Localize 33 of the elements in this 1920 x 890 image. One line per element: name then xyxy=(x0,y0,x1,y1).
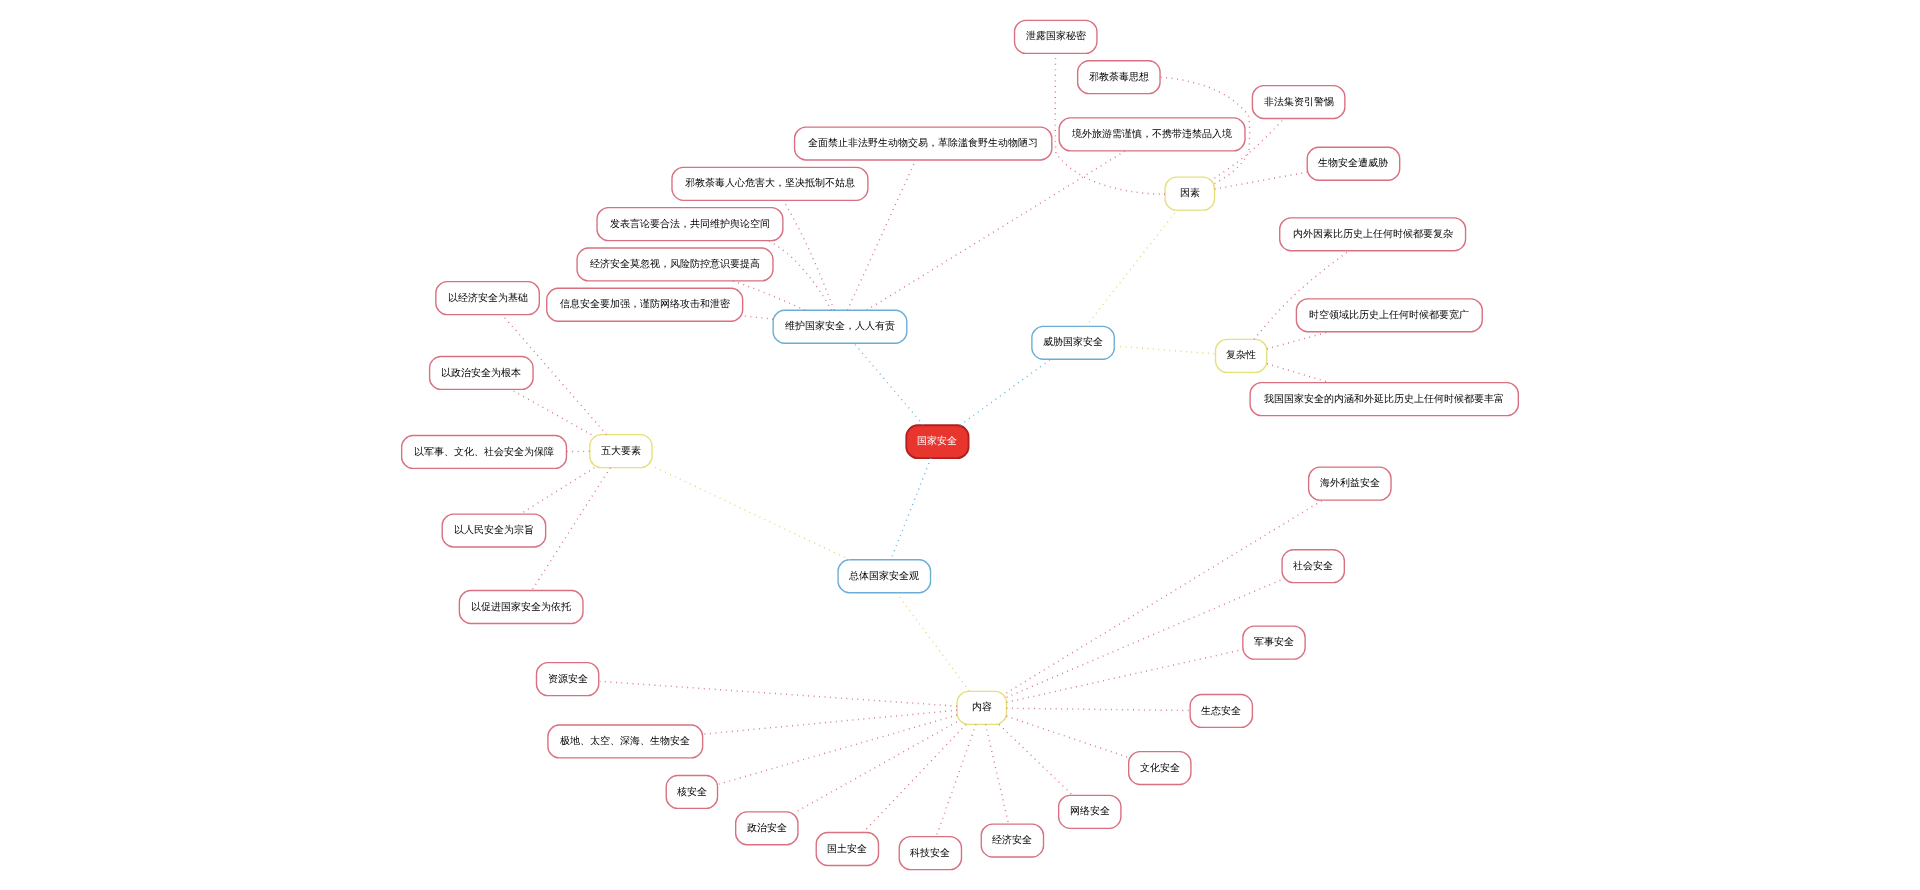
connector xyxy=(1005,499,1324,694)
connector xyxy=(984,723,1010,825)
connector xyxy=(846,159,917,311)
connector xyxy=(531,467,611,592)
connector xyxy=(1213,171,1308,190)
connector xyxy=(1159,76,1251,185)
connector xyxy=(742,315,774,320)
connector xyxy=(510,388,593,436)
connector xyxy=(1054,52,1166,196)
connector xyxy=(1085,209,1178,327)
connector xyxy=(732,280,806,311)
connector xyxy=(1213,117,1285,179)
connector xyxy=(862,723,967,833)
connector xyxy=(767,239,833,311)
connector xyxy=(501,314,608,436)
connector xyxy=(795,721,958,813)
connector xyxy=(1005,707,1191,712)
connector xyxy=(1005,648,1244,704)
connector xyxy=(1113,345,1217,355)
connector xyxy=(895,592,971,693)
connector xyxy=(702,709,958,735)
connector xyxy=(853,342,924,426)
connector xyxy=(1266,362,1331,384)
connector xyxy=(959,358,1052,426)
connector xyxy=(866,150,1126,311)
connector xyxy=(782,199,835,311)
connector xyxy=(1266,331,1330,350)
connector xyxy=(717,714,958,786)
connector xyxy=(651,465,851,561)
connector xyxy=(998,723,1074,796)
connector xyxy=(1253,250,1350,341)
connector xyxy=(519,467,596,515)
connector xyxy=(1005,715,1130,759)
